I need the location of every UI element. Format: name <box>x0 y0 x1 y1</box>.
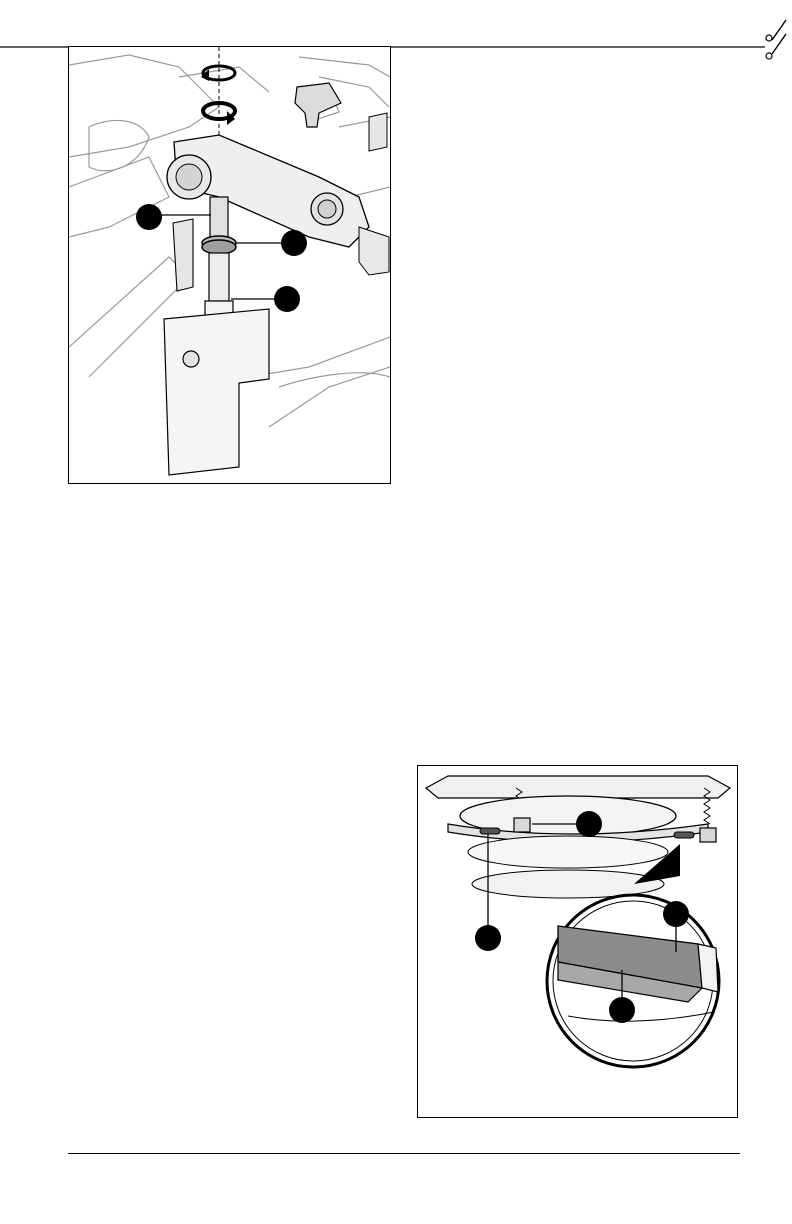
linkage-adjustment-figure <box>68 46 391 484</box>
callout-2 <box>235 230 307 256</box>
clutch-illustration <box>418 766 737 1117</box>
callout-3 <box>231 286 300 312</box>
clutch-detail-figure <box>417 765 738 1118</box>
footer-rule <box>68 1153 740 1154</box>
linkage-illustration <box>69 47 390 483</box>
scissors-icon <box>766 20 786 59</box>
rotation-arrow-icon <box>201 66 235 125</box>
